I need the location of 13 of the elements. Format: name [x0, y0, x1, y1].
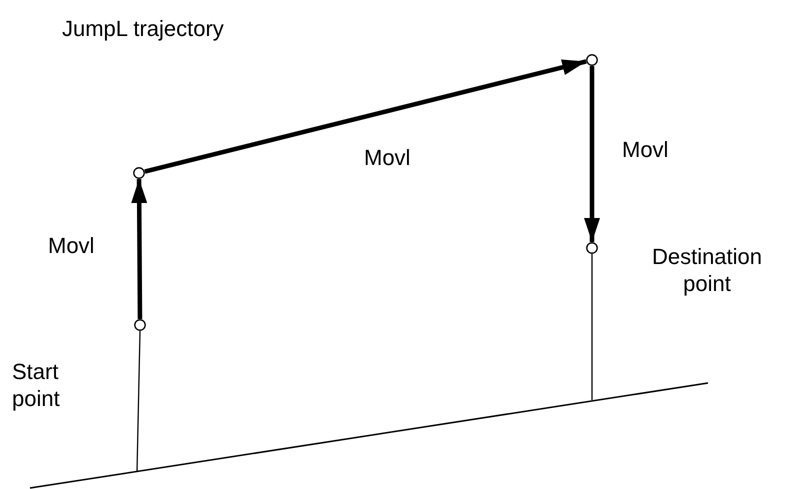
edge-label: Movl: [622, 136, 668, 163]
diagram-title: JumpL trajectory: [62, 15, 224, 42]
point-label: Destination point: [650, 243, 764, 297]
point-marker: [586, 242, 598, 254]
arrow: [584, 66, 600, 242]
edge-label: Movl: [364, 144, 410, 171]
point-label: Start point: [12, 358, 61, 412]
edge-label: Movl: [48, 232, 94, 259]
arrow: [144, 59, 587, 174]
point-marker: [586, 54, 598, 66]
point-marker: [134, 319, 146, 331]
arrow: [131, 178, 148, 320]
point-marker: [133, 167, 145, 179]
